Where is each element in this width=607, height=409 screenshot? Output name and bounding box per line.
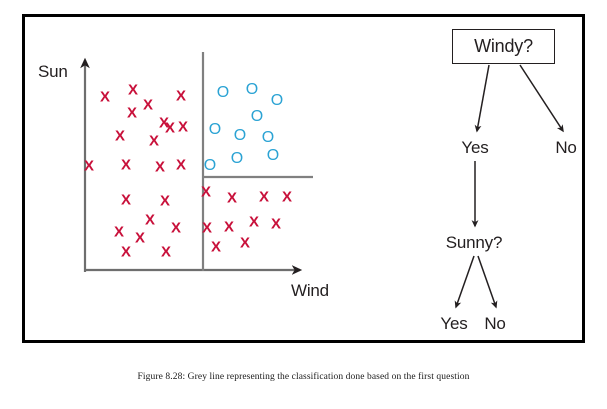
scatter-marker-x: X <box>134 229 146 247</box>
scatter-marker-x: X <box>148 132 160 150</box>
scatter-marker-x: X <box>226 189 238 207</box>
scatter-marker-x: X <box>126 104 138 122</box>
tree-leaf-label-yes: Yes <box>440 314 468 333</box>
scatter-marker-x: X <box>201 219 213 237</box>
scatter-marker-x: X <box>177 118 189 136</box>
scatter-marker-x: X <box>164 119 176 137</box>
y-axis-label: Sun <box>38 62 68 81</box>
scatter-marker-o: O <box>230 150 244 167</box>
scatter-marker-x: X <box>175 87 187 105</box>
scatter-marker-x: X <box>270 215 282 233</box>
scatter-marker-x: X <box>120 156 132 174</box>
scatter-marker-o: O <box>261 129 275 146</box>
scatter-marker-x: X <box>160 243 172 261</box>
scatter-marker-x: X <box>210 238 222 256</box>
scatter-marker-x: X <box>239 234 251 252</box>
tree-leaf-label-no: No <box>484 314 506 333</box>
scatter-marker-x: X <box>114 127 126 145</box>
scatter-marker-x: X <box>99 88 111 106</box>
tree-node-windy[interactable]: Windy? <box>452 29 555 64</box>
scatter-marker-x: X <box>83 157 95 175</box>
scatter-marker-o: O <box>245 81 259 98</box>
scatter-marker-x: X <box>154 158 166 176</box>
scatter-marker-x: X <box>142 96 154 114</box>
scatter-marker-x: X <box>158 114 170 132</box>
scatter-marker-o: O <box>250 108 264 125</box>
scatter-marker-x: X <box>144 211 156 229</box>
scatter-marker-x: X <box>159 192 171 210</box>
scatter-marker-o: O <box>270 92 284 109</box>
scatter-marker-x: X <box>223 218 235 236</box>
tree-branch-label-yes: Yes <box>461 138 489 157</box>
scatter-marker-x: X <box>175 156 187 174</box>
scatter-marker-x: X <box>113 223 125 241</box>
scatter-marker-o: O <box>266 147 280 164</box>
tree-node-sunny[interactable]: Sunny? <box>445 233 503 252</box>
scatter-marker-x: X <box>170 219 182 237</box>
x-axis-label: Wind <box>291 281 329 300</box>
scatter-marker-x: X <box>127 81 139 99</box>
scatter-marker-o: O <box>216 84 230 101</box>
figure-caption: Figure 8.28: Grey line representing the … <box>137 372 470 382</box>
scatter-marker-x: X <box>120 191 132 209</box>
scatter-marker-x: X <box>200 183 212 201</box>
scatter-marker-x: X <box>248 213 260 231</box>
scatter-marker-o: O <box>203 157 217 174</box>
scatter-marker-o: O <box>233 127 247 144</box>
scatter-marker-x: X <box>281 188 293 206</box>
scatter-marker-x: X <box>120 243 132 261</box>
scatter-marker-x: X <box>258 188 270 206</box>
scatter-marker-o: O <box>208 121 222 138</box>
tree-branch-label-no: No <box>555 138 577 157</box>
